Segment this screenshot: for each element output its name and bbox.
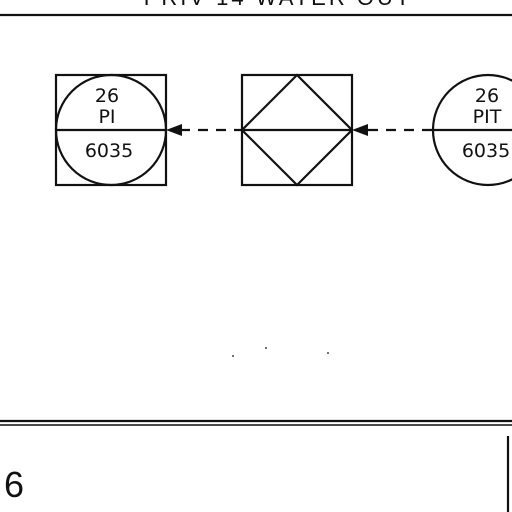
arrowhead-icon xyxy=(166,124,182,136)
interface-diamond xyxy=(240,73,354,187)
pi-loop: 6035 xyxy=(85,140,133,162)
sheet-number-fragment: 6 xyxy=(4,464,24,505)
pi-tag: PI xyxy=(98,106,115,128)
speck xyxy=(327,352,329,354)
instrument-pit: 26 PIT 6035 xyxy=(431,73,512,187)
interface-block xyxy=(240,73,354,187)
signal-line-left xyxy=(166,124,242,136)
header: PRIV 14 WATER OUT xyxy=(0,0,512,17)
scan-specks xyxy=(232,347,329,357)
signal-line-right xyxy=(352,124,432,136)
pit-tag: PIT xyxy=(473,106,502,128)
speck xyxy=(265,347,267,349)
pit-number: 26 xyxy=(475,85,499,107)
pit-loop: 6035 xyxy=(462,140,510,162)
arrowhead-icon xyxy=(352,124,368,136)
header-title: PRIV 14 WATER OUT xyxy=(144,0,413,10)
title-block: 6 xyxy=(0,419,512,512)
speck xyxy=(232,355,234,357)
instrument-pi: 26 PI 6035 xyxy=(54,73,168,187)
pi-number: 26 xyxy=(95,85,119,107)
